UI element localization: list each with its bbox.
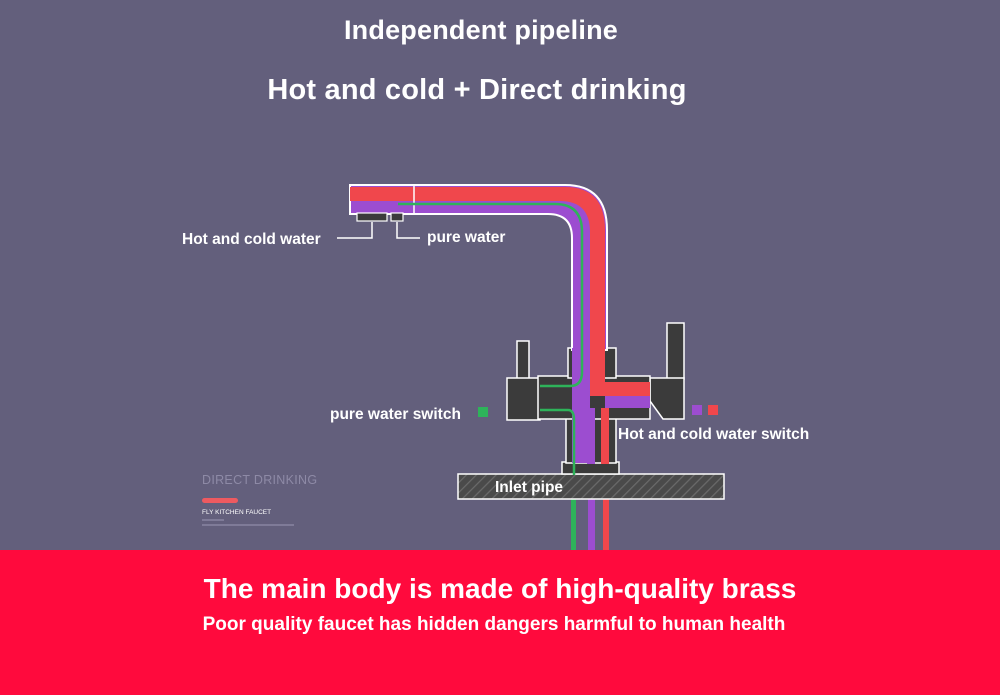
spout-hot-channel — [350, 187, 605, 350]
hot-cold-switch-body — [649, 377, 685, 420]
hot-cold-water-leader — [337, 222, 373, 239]
hot-cold-switch-lever — [666, 322, 685, 380]
bottom-banner: The main body is made of high-quality br… — [0, 550, 1000, 695]
spout — [349, 184, 608, 351]
brand-fine-line — [202, 524, 294, 526]
page-title: Independent pipeline — [343, 15, 618, 45]
pure-legend-square — [478, 407, 488, 417]
banner-headline: The main body is made of high-quality br… — [203, 573, 797, 604]
brand-accent-bar — [202, 498, 238, 503]
hot-channel-right — [590, 382, 650, 396]
internal-pipes — [540, 348, 650, 475]
inlet-pipe-counter — [457, 473, 725, 500]
brand-subname: FLY KITCHEN FAUCET — [202, 509, 272, 516]
brand-logo: DIRECT DRINKING FLY KITCHEN FAUCET — [202, 473, 362, 526]
cold-channel-down — [587, 408, 595, 464]
hot-cold-switch-label: Hot and cold water switch — [618, 426, 809, 443]
pure-water-leader — [396, 222, 420, 239]
pure-channel-body — [540, 348, 584, 475]
inlet-pipes-lower — [571, 475, 609, 551]
hot-inlet-line — [603, 475, 609, 551]
hot-cold-water-label: Hot and cold water — [182, 231, 321, 248]
cold-channel-right — [605, 396, 650, 408]
banner-subline: Poor quality faucet has hidden dangers h… — [202, 614, 786, 635]
cold-channel-body — [572, 348, 590, 463]
hot-legend-square — [708, 405, 718, 415]
hot-channel-down — [601, 408, 609, 464]
page-subtitle: Hot and cold + Direct drinking — [267, 74, 687, 106]
brand-fine-line — [202, 519, 224, 521]
brand-name: DIRECT DRINKING — [202, 473, 318, 487]
pure-water-switch-label: pure water switch — [330, 406, 461, 423]
pure-nozzle — [390, 212, 404, 222]
hot-cold-nozzle — [356, 212, 388, 222]
pure-inlet-line — [571, 475, 576, 551]
spout-pure-channel — [398, 202, 584, 350]
cold-inlet-line — [588, 475, 595, 551]
pure-switch-body — [506, 377, 541, 421]
pure-water-label: pure water — [427, 229, 505, 246]
inlet-pipe-label: Inlet pipe — [495, 479, 563, 496]
pure-switch-lever — [516, 340, 530, 380]
cold-legend-square — [692, 405, 702, 415]
